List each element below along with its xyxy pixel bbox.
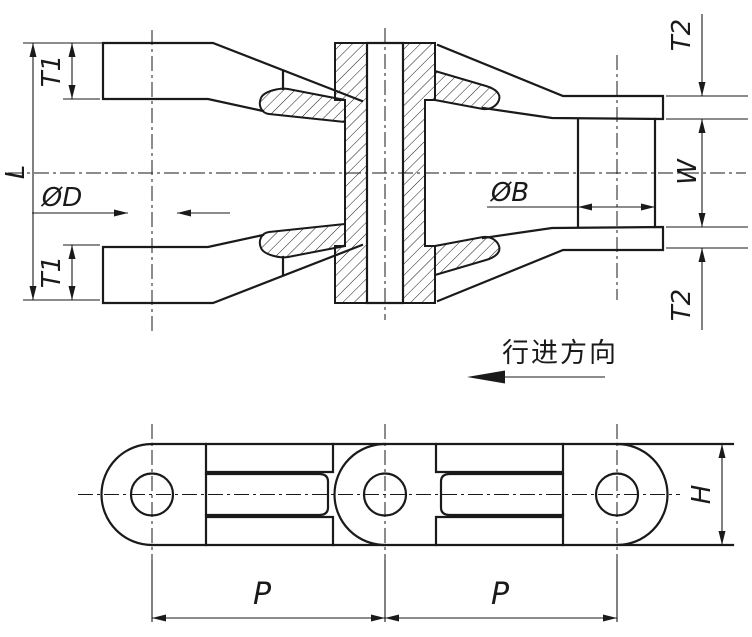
dim-pin-diameter: ØD (32, 183, 230, 217)
dim-T1-bottom: T1 (37, 245, 76, 300)
inner-link-details (204, 442, 565, 547)
inner-plate-bottom (436, 225, 665, 303)
dim-label-pin-diameter: ØD (41, 183, 83, 213)
bottom-centerlines (78, 424, 680, 560)
pin-centerlines (151, 424, 618, 560)
span-left-barrel (204, 472, 330, 517)
pin-hole-right (594, 472, 640, 517)
bottom-view-elevation: P P H (78, 424, 735, 622)
dim-label-L: L (1, 165, 31, 180)
left-plate-end-arc (100, 442, 154, 547)
dim-plate-height: H (687, 444, 726, 545)
flange-bottom-left (258, 222, 346, 259)
inner-plates (436, 43, 665, 303)
dim-W: W (673, 119, 706, 227)
middle-plate-end-arc (333, 442, 387, 547)
dim-label-plate-height: H (687, 485, 717, 505)
right-plate-end-arc (615, 442, 669, 547)
span-left-plate-lines (204, 442, 335, 547)
span-right-barrel (439, 472, 565, 517)
outer-plate-bottom (101, 233, 364, 305)
plate-edges (150, 442, 735, 547)
flange-bottom-right (434, 235, 501, 277)
dim-T2-bottom: T2 (667, 248, 706, 330)
pin-hole-left (129, 472, 175, 517)
dim-pitch: P P (152, 577, 617, 622)
dim-T1-top: T1 (37, 43, 76, 99)
dim-bushing-bore: ØB (487, 178, 655, 211)
bushing-wall-right (402, 42, 436, 304)
right-extension-lines (666, 95, 748, 249)
dim-label-T2-bottom: T2 (667, 289, 697, 321)
pin-hole-middle (362, 472, 408, 517)
flange-top-left (258, 87, 346, 124)
bushing-section (334, 42, 436, 304)
dim-label-pitch-1: P (253, 577, 272, 612)
dim-label-W: W (673, 158, 703, 185)
pitch-extension-lines (151, 560, 618, 622)
flange-top-right (434, 69, 501, 111)
dim-label-T2-top: T2 (667, 19, 697, 51)
dim-label-T1-bottom: T1 (37, 256, 67, 288)
centerlines (8, 28, 746, 332)
left-extension-lines (23, 42, 103, 301)
link-plates-outline (100, 442, 735, 547)
dim-label-T1-top: T1 (37, 55, 67, 87)
outer-plate-top (101, 41, 364, 113)
bottom-view-dimensions: P P H (151, 444, 726, 622)
span-right-plate-lines (434, 442, 565, 547)
travel-direction-arrow-icon (467, 370, 505, 384)
dim-T2-top: T2 (667, 14, 706, 96)
dim-L: L (1, 43, 37, 300)
travel-direction-label: 行进方向 (502, 338, 618, 369)
top-view-dimensions: L T1 T1 ØD (1, 14, 748, 330)
dim-label-pitch-2: P (491, 577, 510, 612)
top-view-section: L T1 T1 ØD (1, 14, 748, 332)
travel-direction-marker: 行进方向 (467, 338, 618, 384)
dim-label-bushing-bore: ØB (490, 178, 529, 208)
bushing-end (576, 117, 657, 229)
roller-flange-sections (258, 69, 501, 277)
inner-plate-top (436, 43, 665, 121)
outer-plates (101, 41, 364, 305)
